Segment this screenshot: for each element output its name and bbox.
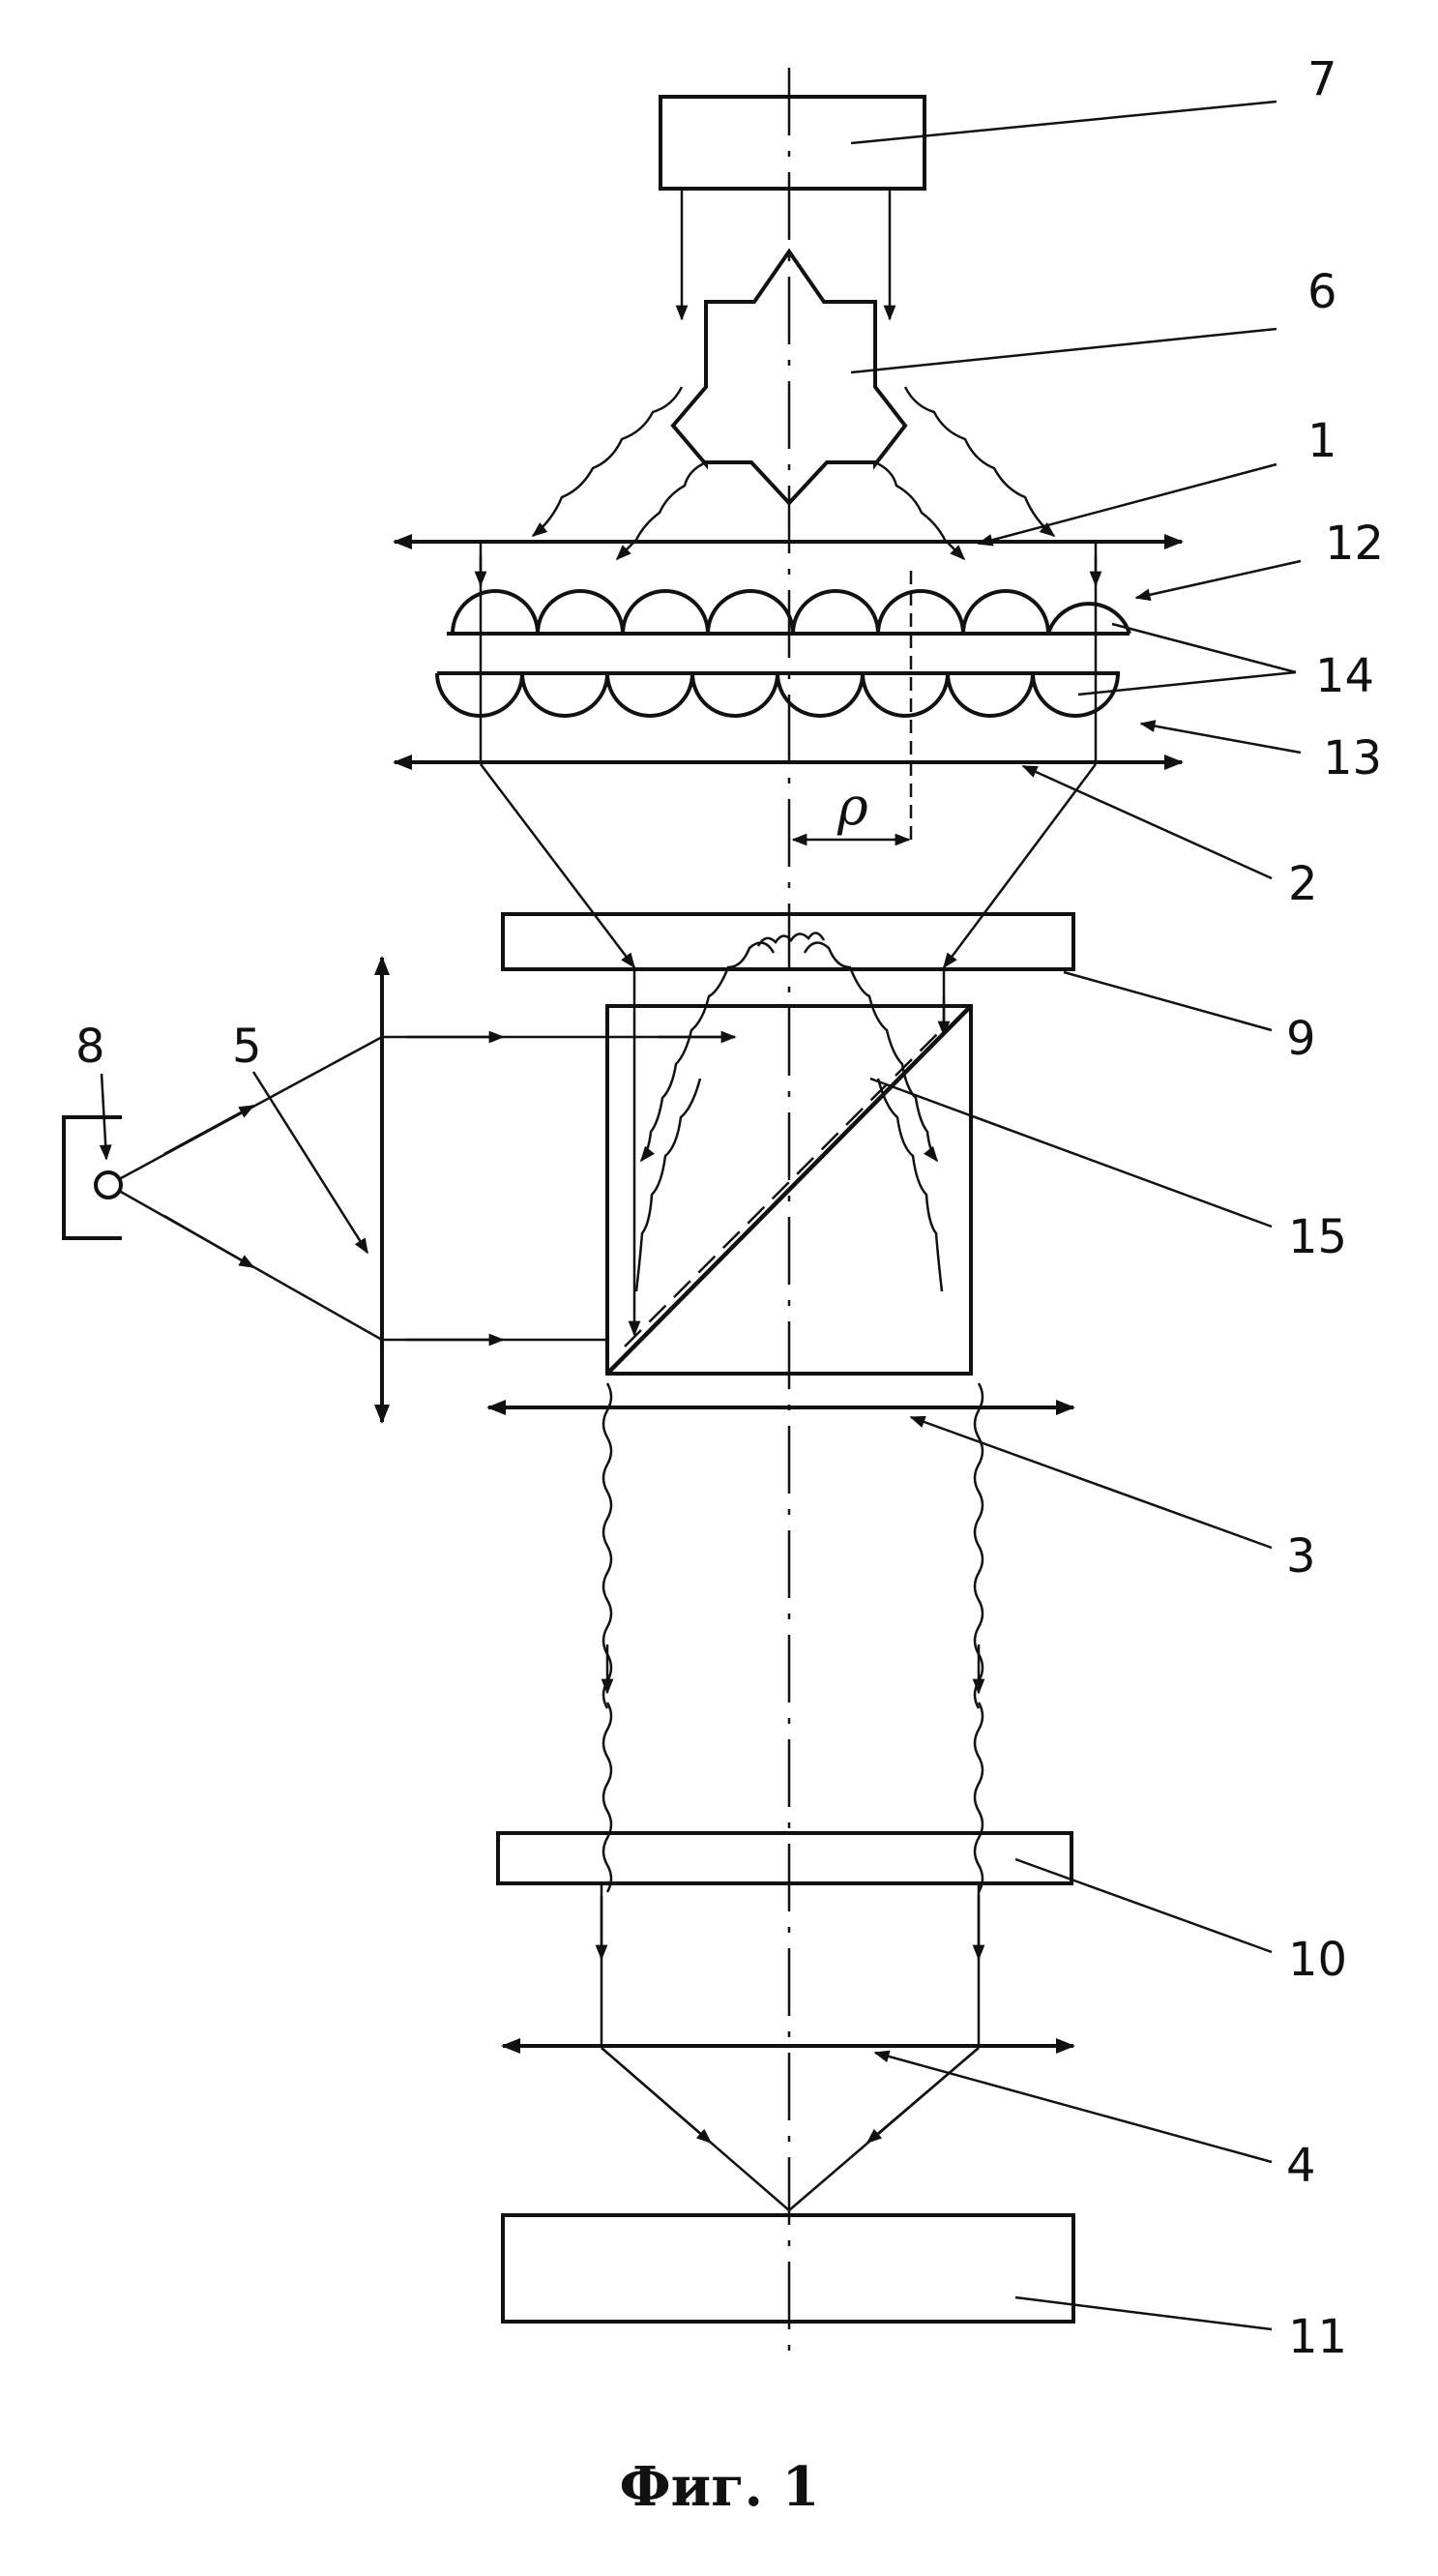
label-8: 8	[75, 1020, 105, 1074]
label-15: 15	[1288, 1210, 1347, 1264]
label-6: 6	[1307, 265, 1337, 319]
label-10: 10	[1288, 1933, 1347, 1987]
label-12: 12	[1325, 517, 1384, 571]
label-5: 5	[232, 1020, 262, 1074]
rays-lamp	[121, 1037, 735, 1340]
microlens-array-13	[437, 673, 1120, 716]
label-14: 14	[1315, 649, 1374, 703]
lamp-housing-8	[64, 1117, 122, 1238]
label-11: 11	[1288, 2310, 1347, 2364]
label-3: 3	[1286, 1529, 1316, 1584]
label-4: 4	[1286, 2139, 1316, 2193]
label-2: 2	[1288, 857, 1318, 911]
leader-lines	[102, 102, 1301, 2329]
rays-through-arrays	[481, 544, 1096, 842]
block-7	[660, 97, 924, 189]
label-13: 13	[1323, 731, 1382, 785]
rho-label: ρ	[836, 776, 868, 837]
rays-lens3-to-10	[603, 1383, 983, 1892]
emission-6	[533, 387, 1054, 559]
filter-10	[498, 1833, 1071, 1883]
label-9: 9	[1286, 1012, 1316, 1066]
figure-caption: Фиг. 1	[620, 2455, 820, 2519]
label-1: 1	[1307, 414, 1337, 468]
label-7: 7	[1307, 52, 1337, 106]
lamp-8	[96, 1172, 121, 1198]
